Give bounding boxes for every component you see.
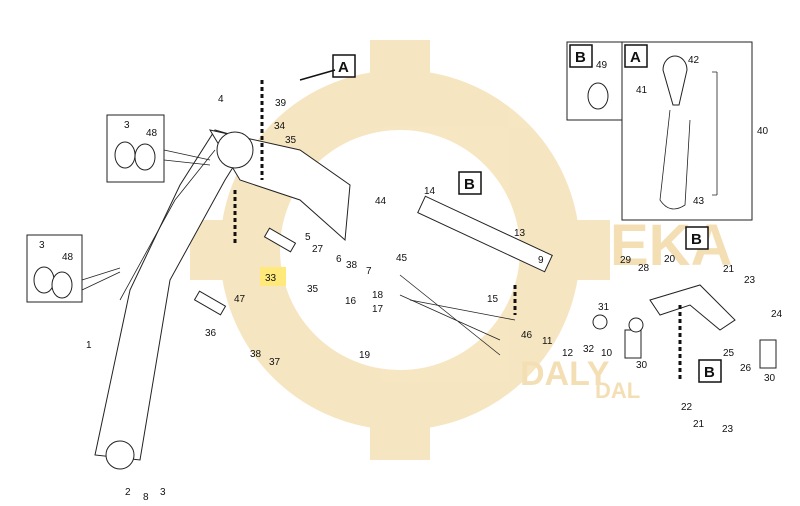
label-13[interactable]: 13 xyxy=(514,228,526,239)
label-3c[interactable]: 3 xyxy=(160,487,166,498)
label-27[interactable]: 27 xyxy=(312,244,324,255)
part-labels: 1 2 3 3 3 4 5 6 7 8 9 10 11 12 13 14 15 … xyxy=(39,55,783,503)
label-40[interactable]: 40 xyxy=(757,126,769,137)
callout-box-b-right[interactable]: B xyxy=(685,226,709,250)
label-19[interactable]: 19 xyxy=(359,350,371,361)
label-35a[interactable]: 35 xyxy=(285,135,297,146)
label-28[interactable]: 28 xyxy=(638,263,650,274)
label-20[interactable]: 20 xyxy=(664,254,676,265)
label-17[interactable]: 17 xyxy=(372,304,384,315)
label-6[interactable]: 6 xyxy=(336,254,342,265)
label-34[interactable]: 34 xyxy=(274,121,286,132)
label-8[interactable]: 8 xyxy=(143,492,149,503)
svg-text:B: B xyxy=(464,176,475,193)
label-35b[interactable]: 35 xyxy=(307,284,319,295)
label-30a[interactable]: 30 xyxy=(764,373,776,384)
label-21b[interactable]: 21 xyxy=(693,419,705,430)
watermark-text-3: DAL xyxy=(595,378,640,403)
pins xyxy=(193,195,777,369)
svg-text:A: A xyxy=(630,49,641,66)
label-7[interactable]: 7 xyxy=(366,266,372,277)
label-10[interactable]: 10 xyxy=(601,348,613,359)
label-9[interactable]: 9 xyxy=(538,255,544,266)
label-18[interactable]: 18 xyxy=(372,290,384,301)
label-29[interactable]: 29 xyxy=(620,255,632,266)
watermark: EKA DALY DAL xyxy=(190,40,732,460)
label-48b[interactable]: 48 xyxy=(62,252,74,263)
label-37[interactable]: 37 xyxy=(269,357,281,368)
label-32[interactable]: 32 xyxy=(583,344,595,355)
label-11[interactable]: 11 xyxy=(542,336,553,347)
label-47[interactable]: 47 xyxy=(234,294,246,305)
label-45[interactable]: 45 xyxy=(396,253,408,264)
label-1[interactable]: 1 xyxy=(86,340,92,351)
label-46[interactable]: 46 xyxy=(521,330,533,341)
label-43[interactable]: 43 xyxy=(693,196,705,207)
label-3b[interactable]: 3 xyxy=(39,240,45,251)
label-24[interactable]: 24 xyxy=(771,309,783,320)
watermark-text-1: EKA xyxy=(610,213,732,278)
label-30b[interactable]: 30 xyxy=(636,360,648,371)
label-25[interactable]: 25 xyxy=(723,348,735,359)
label-22[interactable]: 22 xyxy=(681,402,693,413)
label-31[interactable]: 31 xyxy=(598,302,610,313)
label-12[interactable]: 12 xyxy=(562,348,574,359)
callout-box-b-mid[interactable]: B xyxy=(458,171,482,195)
boom xyxy=(94,129,351,470)
label-23b[interactable]: 23 xyxy=(722,424,734,435)
label-39[interactable]: 39 xyxy=(275,98,287,109)
label-44[interactable]: 44 xyxy=(375,196,387,207)
label-38a[interactable]: 38 xyxy=(346,260,358,271)
label-3a[interactable]: 3 xyxy=(124,120,130,131)
svg-text:A: A xyxy=(338,59,349,76)
svg-text:B: B xyxy=(704,364,715,381)
label-26[interactable]: 26 xyxy=(740,363,752,374)
label-36[interactable]: 36 xyxy=(205,328,217,339)
svg-text:B: B xyxy=(691,231,702,248)
label-23a[interactable]: 23 xyxy=(744,275,756,286)
label-41[interactable]: 41 xyxy=(636,85,648,96)
svg-text:B: B xyxy=(575,49,586,66)
label-42[interactable]: 42 xyxy=(688,55,700,66)
label-5[interactable]: 5 xyxy=(305,232,311,243)
label-49[interactable]: 49 xyxy=(596,60,608,71)
label-4[interactable]: 4 xyxy=(218,94,224,105)
highlight-33[interactable] xyxy=(260,267,286,286)
callout-box-a-top[interactable]: A xyxy=(299,54,356,81)
label-38b[interactable]: 38 xyxy=(250,349,262,360)
washer-box-upper xyxy=(106,114,165,183)
label-33[interactable]: 33 xyxy=(265,273,277,284)
label-14[interactable]: 14 xyxy=(424,186,436,197)
watermark-text-2: DALY xyxy=(520,355,610,393)
label-15[interactable]: 15 xyxy=(487,294,499,305)
label-21a[interactable]: 21 xyxy=(723,264,735,275)
label-2[interactable]: 2 xyxy=(125,487,131,498)
callout-box-b-lower[interactable]: B xyxy=(698,359,722,383)
label-48a[interactable]: 48 xyxy=(146,128,158,139)
label-16[interactable]: 16 xyxy=(345,296,357,307)
